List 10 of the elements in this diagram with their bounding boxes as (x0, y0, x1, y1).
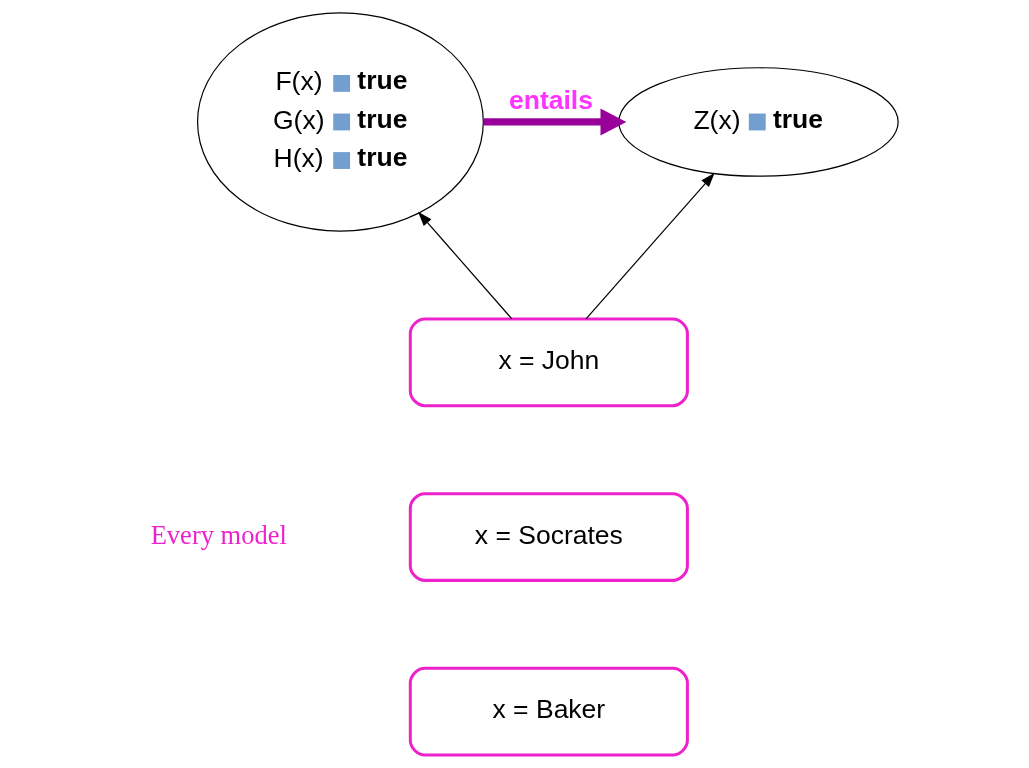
node-box: x = John (408, 317, 689, 408)
node-box: x = Socrates (408, 492, 689, 582)
arrow (418, 211, 513, 320)
node-ellipse: F(x) true G(x) true H(x) true (196, 12, 484, 232)
label: Every model (150, 519, 287, 550)
arrow (483, 108, 627, 136)
arrow (585, 172, 715, 320)
node-ellipse: Z(x) true (618, 67, 899, 177)
node-box: x = Baker (408, 666, 689, 757)
edge-label: entails (508, 85, 593, 116)
